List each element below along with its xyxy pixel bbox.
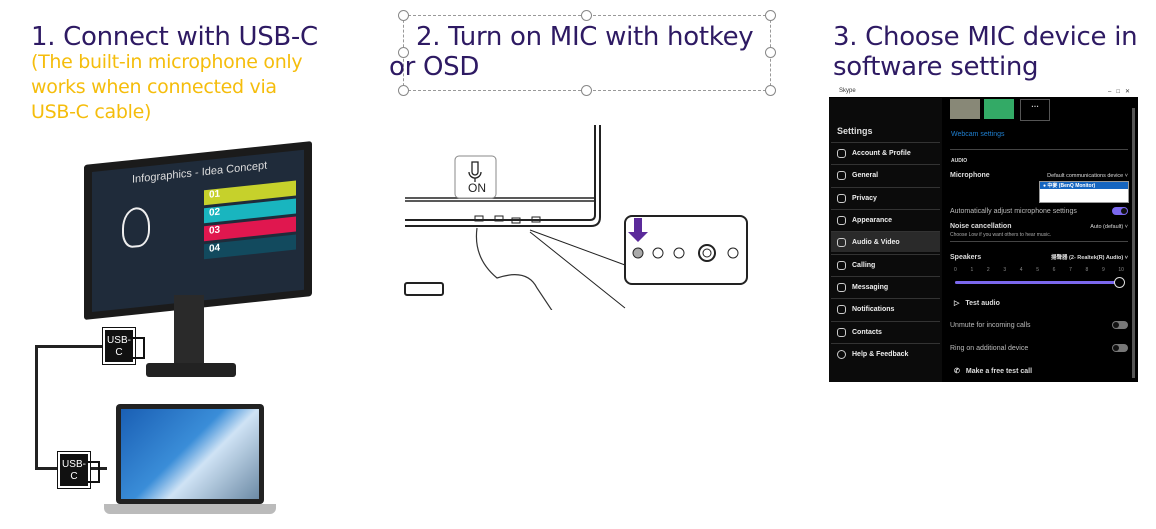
note-line: works when connected via [31, 76, 277, 98]
webcam-thumb[interactable] [984, 99, 1014, 119]
wand-icon [837, 215, 846, 225]
window-title: Skype [839, 88, 856, 94]
osd-on-label: ON [468, 181, 486, 195]
step1-title: 1. Connect with USB-C [31, 22, 318, 52]
microphone-options[interactable]: ● 中麥 (BenQ Monitor) [1039, 181, 1129, 203]
unmute-toggle[interactable] [1112, 321, 1128, 329]
phone-icon: ✆ [954, 368, 960, 375]
label: Messaging [852, 283, 889, 291]
sidebar-item-notifications[interactable]: Notifications [831, 298, 940, 319]
bell-icon [837, 304, 846, 314]
person-icon [837, 148, 846, 158]
step3-title-line1: 3. Choose MIC device in [833, 22, 1138, 52]
label: Privacy [852, 194, 877, 202]
test-audio-button[interactable]: ▷ Test audio [954, 299, 1128, 308]
dropdown-value: Auto (default) [1090, 223, 1124, 230]
window-titlebar: Skype – □ ✕ [829, 88, 1138, 97]
chat-icon [837, 282, 846, 292]
play-icon: ▷ [954, 300, 960, 307]
lightbulb-icon [122, 205, 150, 249]
label: General [852, 171, 879, 179]
ring-label: Ring on additional device [950, 344, 1029, 352]
free-test-call-button[interactable]: ✆ Make a free test call [954, 367, 1128, 376]
label: Notifications [852, 305, 895, 313]
label: Audio & Video [852, 238, 900, 246]
label: Test audio [965, 299, 1000, 307]
sidebar-item-contacts[interactable]: Contacts [831, 321, 940, 342]
noise-dropdown[interactable]: Auto (default) ˅ [1090, 223, 1128, 230]
sidebar-item-account[interactable]: Account & Profile [831, 142, 940, 163]
sidebar-item-audio-video[interactable]: Audio & Video [831, 231, 940, 252]
auto-adjust-toggle[interactable] [1112, 207, 1128, 215]
contact-card-icon [837, 327, 846, 337]
sidebar-item-appearance[interactable]: Appearance [831, 209, 940, 230]
webcam-settings-link[interactable]: Webcam settings [951, 131, 1005, 138]
webcam-thumb[interactable] [950, 99, 980, 119]
note-line: USB-C cable) [31, 101, 152, 123]
scrollbar[interactable] [1132, 108, 1135, 378]
microphone-label: Microphone [950, 172, 990, 179]
step3-title-line2: software setting [833, 52, 1039, 82]
step1-note: (The built-in microphone only works when… [31, 50, 303, 125]
sidebar-item-privacy[interactable]: Privacy [831, 187, 940, 208]
phone-icon [837, 260, 846, 270]
dropdown-value: 揚聲器 (2- Realtek(R) Audio) [1051, 255, 1124, 261]
step2-title-line1: 2. Turn on MIC with hotkey [416, 22, 754, 52]
label: Make a free test call [965, 367, 1033, 375]
gear-icon [837, 170, 846, 180]
sidebar-item-help[interactable]: Help & Feedback [831, 343, 940, 364]
label: Appearance [852, 216, 893, 224]
window-controls[interactable]: – □ ✕ [1108, 89, 1130, 95]
noise-label: Noise cancellation [950, 223, 1012, 230]
hand-icon [475, 227, 553, 310]
note-line: (The built-in microphone only [31, 51, 303, 73]
speakers-dropdown[interactable]: 揚聲器 (2- Realtek(R) Audio) ˅ [1051, 255, 1128, 261]
slider-thumb[interactable] [1114, 277, 1125, 288]
step2-title-line2: or OSD [389, 52, 480, 82]
button-panel [624, 215, 748, 285]
osd-mic-box [454, 155, 497, 199]
dropdown-value: Default communications device [1047, 172, 1124, 179]
usb-c-connector: USB-C [57, 451, 100, 489]
label: Help & Feedback [852, 350, 909, 358]
microphone-dropdown[interactable]: Default communications device ˅ [1047, 172, 1128, 179]
ring-toggle[interactable] [1112, 344, 1128, 352]
label: Contacts [852, 328, 882, 336]
settings-heading: Settings [837, 126, 873, 136]
noise-desc: Choose Low if you want others to hear mu… [950, 232, 1052, 238]
microphone-icon [468, 161, 482, 182]
speaker-volume-slider[interactable] [955, 277, 1125, 288]
auto-adjust-label: Automatically adjust microphone settings [950, 207, 1077, 215]
hotkey-illustration [404, 125, 748, 310]
sidebar-item-messaging[interactable]: Messaging [831, 276, 940, 297]
arrow-down-icon [628, 218, 648, 242]
audio-heading: AUDIO [951, 158, 968, 164]
monitor-illustration: Infographics - Idea Concept 01 02 03 04 [84, 141, 312, 385]
more-button[interactable]: … [1020, 99, 1050, 121]
info-icon [837, 349, 846, 359]
label: Calling [852, 261, 876, 269]
laptop-illustration [116, 404, 264, 504]
usb-c-connector: USB-C [102, 327, 145, 365]
skype-settings-window: Skype – □ ✕ Settings Account & Profile G… [829, 88, 1138, 382]
sidebar-item-calling[interactable]: Calling [831, 254, 940, 275]
sidebar-item-general[interactable]: General [831, 164, 940, 185]
speakers-label: Speakers [950, 253, 982, 261]
lock-icon [837, 193, 846, 203]
label: Account & Profile [852, 149, 911, 157]
microphone-icon [837, 237, 846, 247]
unmute-label: Unmute for incoming calls [950, 321, 1031, 329]
selected-option[interactable]: ● 中麥 (BenQ Monitor) [1040, 182, 1128, 189]
